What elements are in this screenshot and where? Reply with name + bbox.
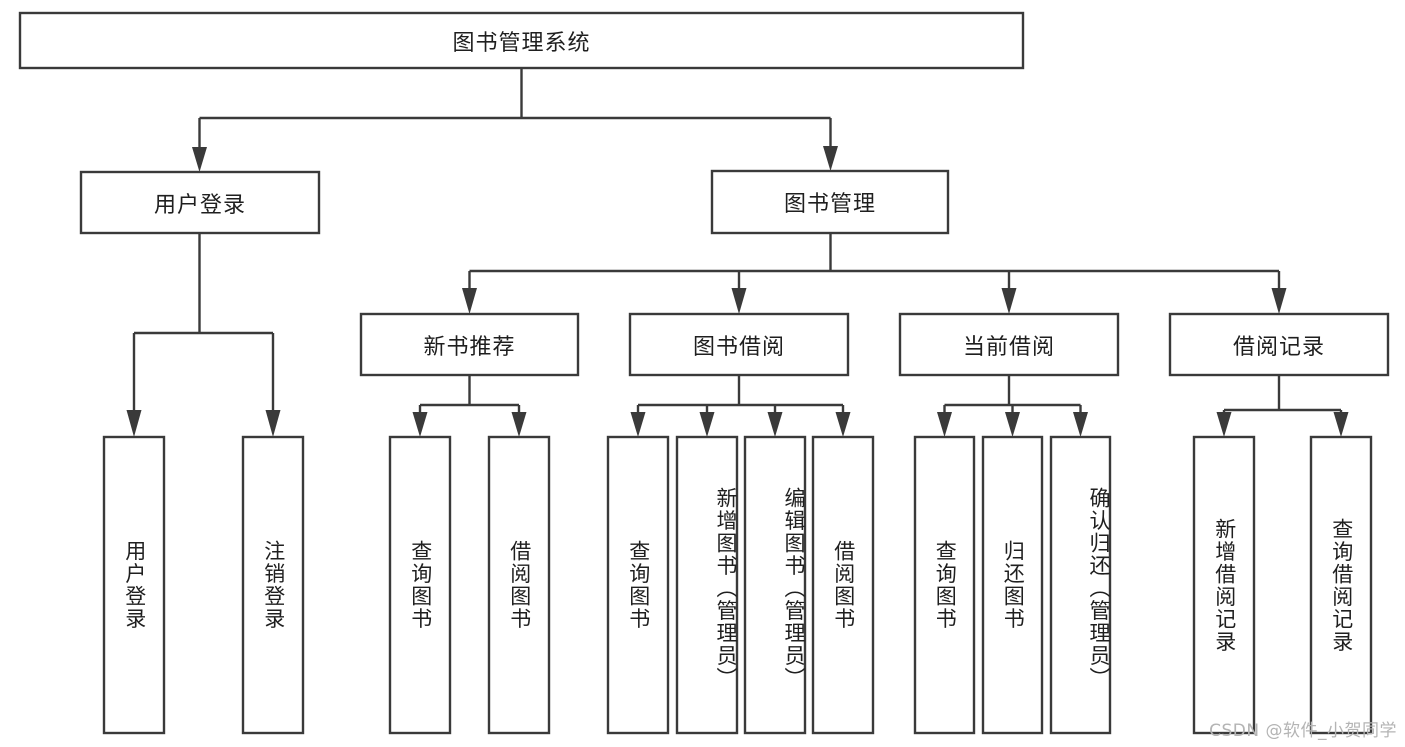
arrowhead-borrow xyxy=(731,288,747,314)
node-new-book-recommend[interactable] xyxy=(359,312,580,377)
edge-group-book-mgmt xyxy=(462,233,1287,314)
leaf-query-book-bo[interactable] xyxy=(606,435,670,735)
csdn-watermark: CSDN @软件_小贺同学 xyxy=(1209,721,1397,741)
edge-group-borrow xyxy=(630,375,851,437)
leaf-add-book-admin[interactable] xyxy=(675,435,739,735)
arrowhead-cb-leaf1 xyxy=(937,412,952,437)
arrowhead-bo-leaf1 xyxy=(630,412,646,437)
arrowhead-br-leaf1 xyxy=(1216,412,1232,437)
leaf-logout[interactable] xyxy=(241,435,305,735)
leaf-add-borrow-record[interactable] xyxy=(1192,435,1256,735)
node-user-login[interactable] xyxy=(79,170,321,235)
node-book-management[interactable] xyxy=(710,169,950,235)
arrowhead-user-login xyxy=(192,147,207,172)
arrowhead-borrow-record xyxy=(1271,288,1287,314)
arrowhead-new-books xyxy=(462,288,477,314)
leaf-user-login[interactable] xyxy=(102,435,166,735)
leaf-borrow-book-nb[interactable] xyxy=(487,435,551,735)
arrowhead-br-leaf2 xyxy=(1333,412,1349,437)
leaf-borrow-book-bo[interactable] xyxy=(811,435,875,735)
arrowhead-cb-leaf2 xyxy=(1005,412,1020,437)
arrowhead-bo-leaf4 xyxy=(835,412,851,437)
arrowhead-leaf-user-login xyxy=(126,410,142,437)
node-current-borrow[interactable] xyxy=(898,312,1120,377)
edge-group-borrow-record xyxy=(1216,375,1349,437)
leaf-edit-book-admin[interactable] xyxy=(743,435,807,735)
arrowhead-leaf-logout xyxy=(265,410,281,437)
edge-group-new-books xyxy=(412,375,527,437)
leaf-query-borrow-record[interactable] xyxy=(1309,435,1373,735)
arrowhead-nb-leaf2 xyxy=(511,412,527,437)
arrowhead-nb-leaf1 xyxy=(412,412,428,437)
arrowhead-bo-leaf3 xyxy=(767,412,783,437)
arrowhead-current-borrow xyxy=(1001,288,1017,314)
leaf-return-book[interactable] xyxy=(981,435,1044,735)
leaf-confirm-return-admin[interactable] xyxy=(1049,435,1112,735)
edge-group-user-login xyxy=(126,233,281,437)
arrowhead-bo-leaf2 xyxy=(699,412,715,437)
leaf-query-book-cb[interactable] xyxy=(913,435,976,735)
node-book-borrow[interactable] xyxy=(628,312,850,377)
arrowhead-cb-leaf3 xyxy=(1073,412,1088,437)
arrowhead-book-mgmt xyxy=(823,146,838,171)
edge-group-current-borrow xyxy=(937,375,1088,437)
node-root[interactable] xyxy=(18,11,1025,70)
leaf-query-book-nb[interactable] xyxy=(388,435,452,735)
node-borrow-record[interactable] xyxy=(1168,312,1390,377)
edge-group-root xyxy=(192,68,838,172)
